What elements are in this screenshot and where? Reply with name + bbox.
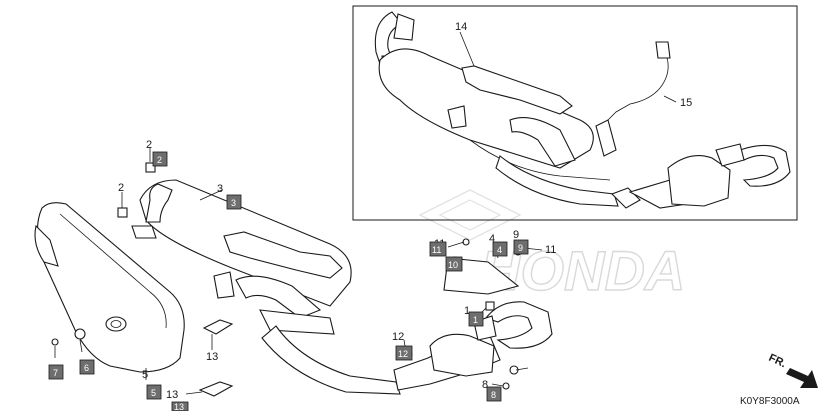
clip-part-2b <box>117 207 128 218</box>
callout-4: 4 <box>489 233 495 245</box>
gasket-part-1 <box>485 301 495 311</box>
callout-1: 1 <box>464 305 470 317</box>
badge-10: 10 <box>445 256 463 272</box>
svg-text:5: 5 <box>151 388 156 398</box>
svg-text:6: 6 <box>84 363 89 373</box>
badge-4: 4 <box>492 241 508 257</box>
svg-text:7: 7 <box>53 368 58 378</box>
badge-7: 7 <box>48 364 64 380</box>
svg-text:13: 13 <box>174 402 184 411</box>
svg-text:8: 8 <box>491 390 496 400</box>
muffler-assembly <box>131 179 553 395</box>
svg-text:3: 3 <box>231 198 236 208</box>
nut-part-8b <box>502 382 510 390</box>
watermark-text: HONDA <box>480 239 685 302</box>
svg-text:1: 1 <box>473 315 478 325</box>
badge-1: 1 <box>468 311 484 327</box>
callout-8b: 8 <box>482 379 488 391</box>
svg-text:10: 10 <box>448 260 458 270</box>
svg-text:9: 9 <box>518 243 523 253</box>
bolt-part-13a <box>202 319 234 335</box>
collar-part-6 <box>74 328 86 340</box>
callout-11b: 11 <box>545 244 556 256</box>
diagram-code: K0Y8F3000A <box>740 396 800 407</box>
badge-2: 2 <box>152 151 168 167</box>
bolt-part-13b <box>198 381 234 397</box>
badge-6: 6 <box>79 359 95 375</box>
badge-5: 5 <box>146 384 162 400</box>
clip-part-2a <box>145 162 156 173</box>
callout-13a: 13 <box>206 351 218 363</box>
badge-12: 12 <box>395 345 413 361</box>
inset-frame <box>352 5 798 221</box>
callout-2a: 2 <box>146 139 152 151</box>
callout-15: 15 <box>680 97 692 109</box>
badge-11: 11 <box>429 241 447 257</box>
washer-part-7 <box>51 338 59 346</box>
direction-label: FR. <box>767 352 788 370</box>
badge-8: 8 <box>486 386 502 402</box>
badge-9: 9 <box>513 239 529 255</box>
callout-3: 3 <box>217 183 223 195</box>
callout-13b: 13 <box>166 389 178 401</box>
callout-14: 14 <box>455 21 467 33</box>
svg-text:4: 4 <box>497 245 502 255</box>
badge-3: 3 <box>226 194 242 210</box>
badge-13: 13 <box>171 401 189 411</box>
arrow-icon <box>786 368 818 388</box>
svg-text:11: 11 <box>432 245 441 255</box>
callout-12: 12 <box>392 331 404 343</box>
muffler-protector <box>34 202 185 373</box>
svg-text:2: 2 <box>157 155 162 165</box>
front-direction-indicator: FR. <box>767 352 818 388</box>
inset-muffler-assembly <box>374 11 791 209</box>
svg-text:12: 12 <box>398 349 408 359</box>
callout-2b: 2 <box>118 182 124 194</box>
callout-5: 5 <box>142 369 148 381</box>
callout-9: 9 <box>513 229 519 241</box>
